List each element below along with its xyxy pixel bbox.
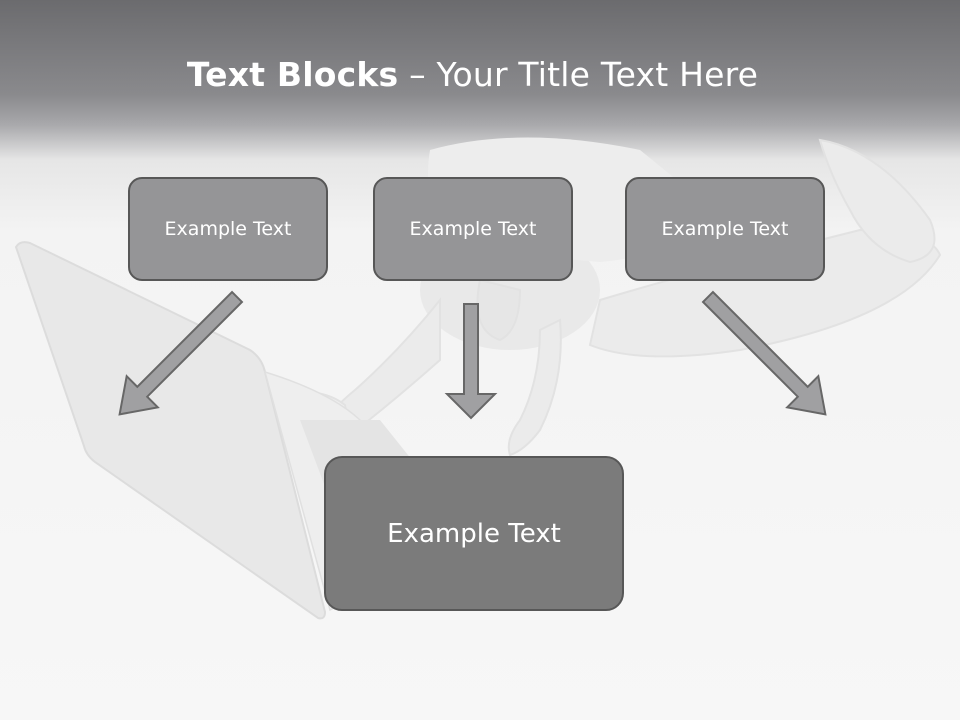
text-block-center-label: Example Text bbox=[409, 218, 537, 240]
text-block-left-label: Example Text bbox=[164, 218, 292, 240]
text-block-center[interactable]: Example Text bbox=[373, 177, 573, 281]
arrow-left-diagonal bbox=[118, 290, 244, 416]
arrow-right-diagonal bbox=[701, 290, 827, 416]
text-block-right-label: Example Text bbox=[661, 218, 789, 240]
slide-title-rest: – Your Title Text Here bbox=[398, 55, 759, 94]
slide-title: Text Blocks – Your Title Text Here bbox=[0, 52, 945, 98]
slide-title-bold: Text Blocks bbox=[186, 55, 399, 94]
text-block-left[interactable]: Example Text bbox=[128, 177, 328, 281]
main-text-block-label: Example Text bbox=[387, 518, 561, 549]
arrow-center-down bbox=[444, 303, 498, 420]
text-block-right[interactable]: Example Text bbox=[625, 177, 825, 281]
main-text-block[interactable]: Example Text bbox=[324, 456, 624, 611]
